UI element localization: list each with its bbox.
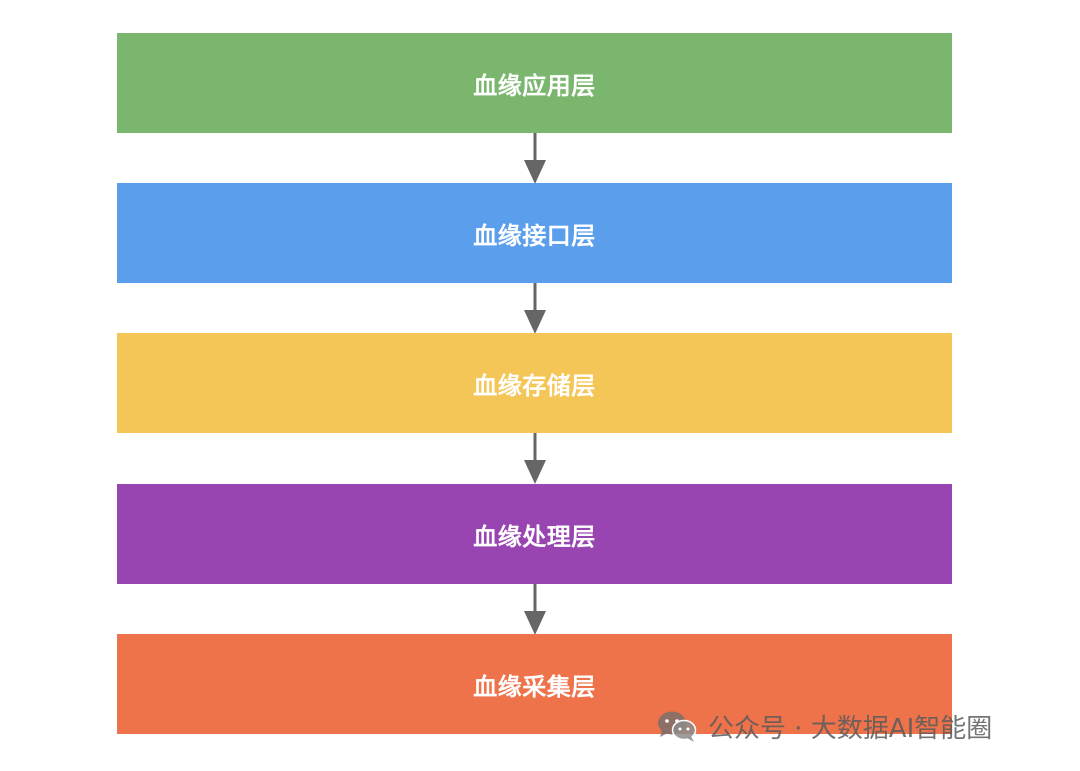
wechat-icon: [658, 711, 697, 742]
layer-application: 血缘应用层: [117, 33, 952, 133]
layer-storage: 血缘存储层: [117, 333, 952, 433]
arrow-down-icon: [524, 433, 546, 484]
layer-collection: 血缘采集层: [117, 634, 952, 734]
arrow-down-icon: [524, 584, 546, 635]
layer-label: 血缘接口层: [473, 221, 596, 250]
layer-label: 血缘处理层: [473, 522, 596, 551]
layer-label: 血缘应用层: [473, 71, 596, 100]
layer-interface: 血缘接口层: [117, 183, 952, 283]
arrow-down-icon: [524, 283, 546, 334]
layer-label: 血缘存储层: [473, 371, 596, 400]
arrow-down-icon: [524, 133, 546, 184]
layer-label: 血缘采集层: [473, 672, 596, 701]
layer-processing: 血缘处理层: [117, 484, 952, 584]
watermark: 公众号 · 大数据AI智能圈: [656, 706, 992, 746]
watermark-text: 公众号 · 大数据AI智能圈: [708, 713, 993, 744]
